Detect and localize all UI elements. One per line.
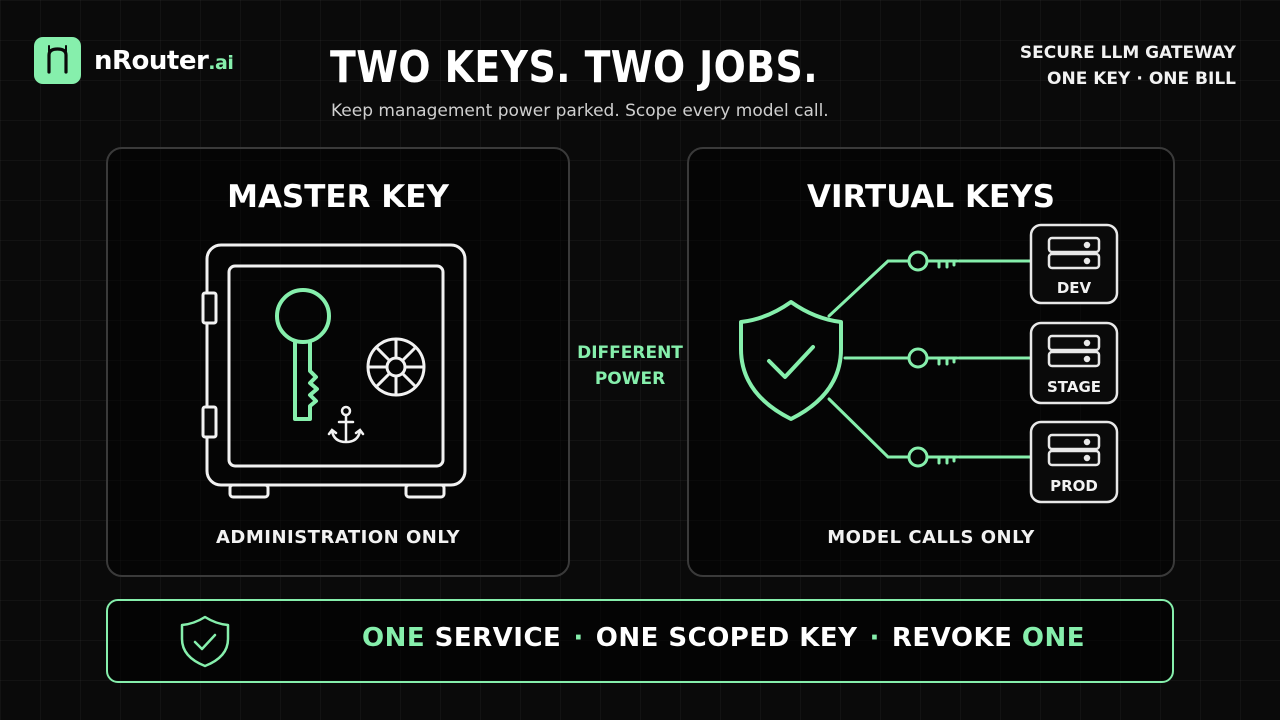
summary-banner: ONE SERVICE · ONE SCOPED KEY · REVOKE ONE	[106, 599, 1174, 683]
server-icon	[1047, 433, 1101, 467]
env-stage-box: STAGE	[1029, 321, 1119, 405]
shield-check-icon	[180, 615, 230, 668]
tagline-part2: ONE BILL	[1148, 69, 1236, 89]
different-power-label: DIFFERENT POWER	[572, 340, 688, 392]
summary-separator-2: ·	[869, 623, 880, 653]
different-power-line1: DIFFERENT	[577, 343, 683, 363]
key-icon	[907, 250, 959, 272]
env-dev-box: DEV	[1029, 223, 1119, 305]
env-dev-label: DEV	[1057, 279, 1092, 297]
key-icon	[907, 446, 959, 468]
virtual-keys-title: VIRTUAL KEYS	[807, 179, 1055, 215]
connector-prod	[827, 397, 910, 459]
summary-revoke: REVOKE	[891, 623, 1022, 653]
summary-text: ONE SERVICE · ONE SCOPED KEY · REVOKE ONE	[362, 623, 1085, 653]
tagline: SECURE LLM GATEWAY ONE KEY·ONE BILL	[1020, 40, 1236, 92]
dial-icon	[366, 337, 426, 397]
brand-name: nRouter.ai	[94, 45, 234, 76]
tagline-separator: ·	[1136, 69, 1143, 89]
connector-dev	[827, 259, 910, 318]
master-key-caption: ADMINISTRATION ONLY	[215, 527, 461, 548]
virtual-keys-panel: VIRTUAL KEYS	[687, 147, 1175, 577]
tagline-line1: SECURE LLM GATEWAY	[1019, 43, 1236, 63]
page-title: TWO KEYS. TWO JOBS.	[330, 42, 819, 93]
brand-name-text: nRouter	[94, 45, 209, 76]
logo-mark-icon	[34, 37, 81, 84]
virtual-keys-diagram: DEV STAGE PROD	[739, 223, 1119, 504]
safe-icon	[201, 243, 467, 499]
summary-accent-one-2: ONE	[1021, 623, 1086, 653]
master-key-panel: MASTER KEY	[106, 147, 570, 577]
key-icon	[275, 288, 331, 421]
key-icon	[907, 347, 959, 369]
summary-separator-1: ·	[573, 623, 584, 653]
server-icon	[1047, 334, 1101, 368]
env-prod-label: PROD	[1050, 477, 1098, 495]
different-power-line2: POWER	[594, 369, 666, 389]
tagline-part1: ONE KEY	[1047, 69, 1131, 89]
summary-accent-one: ONE	[362, 623, 426, 653]
env-stage-label: STAGE	[1047, 378, 1101, 396]
brand-suffix: .ai	[208, 51, 234, 74]
summary-scoped-key: ONE SCOPED KEY	[595, 623, 858, 653]
env-prod-box: PROD	[1029, 420, 1119, 504]
server-icon	[1047, 236, 1101, 270]
page-subtitle: Keep management power parked. Scope ever…	[331, 101, 829, 121]
shield-check-icon	[739, 300, 843, 421]
anchor-icon	[327, 405, 365, 444]
safe-illustration	[201, 243, 467, 499]
master-key-title: MASTER KEY	[227, 179, 449, 215]
virtual-keys-caption: MODEL CALLS ONLY	[827, 527, 1035, 548]
brand-logo: nRouter.ai	[34, 37, 234, 84]
tagline-line2: ONE KEY·ONE BILL	[1020, 66, 1236, 92]
summary-service: SERVICE	[425, 623, 562, 653]
